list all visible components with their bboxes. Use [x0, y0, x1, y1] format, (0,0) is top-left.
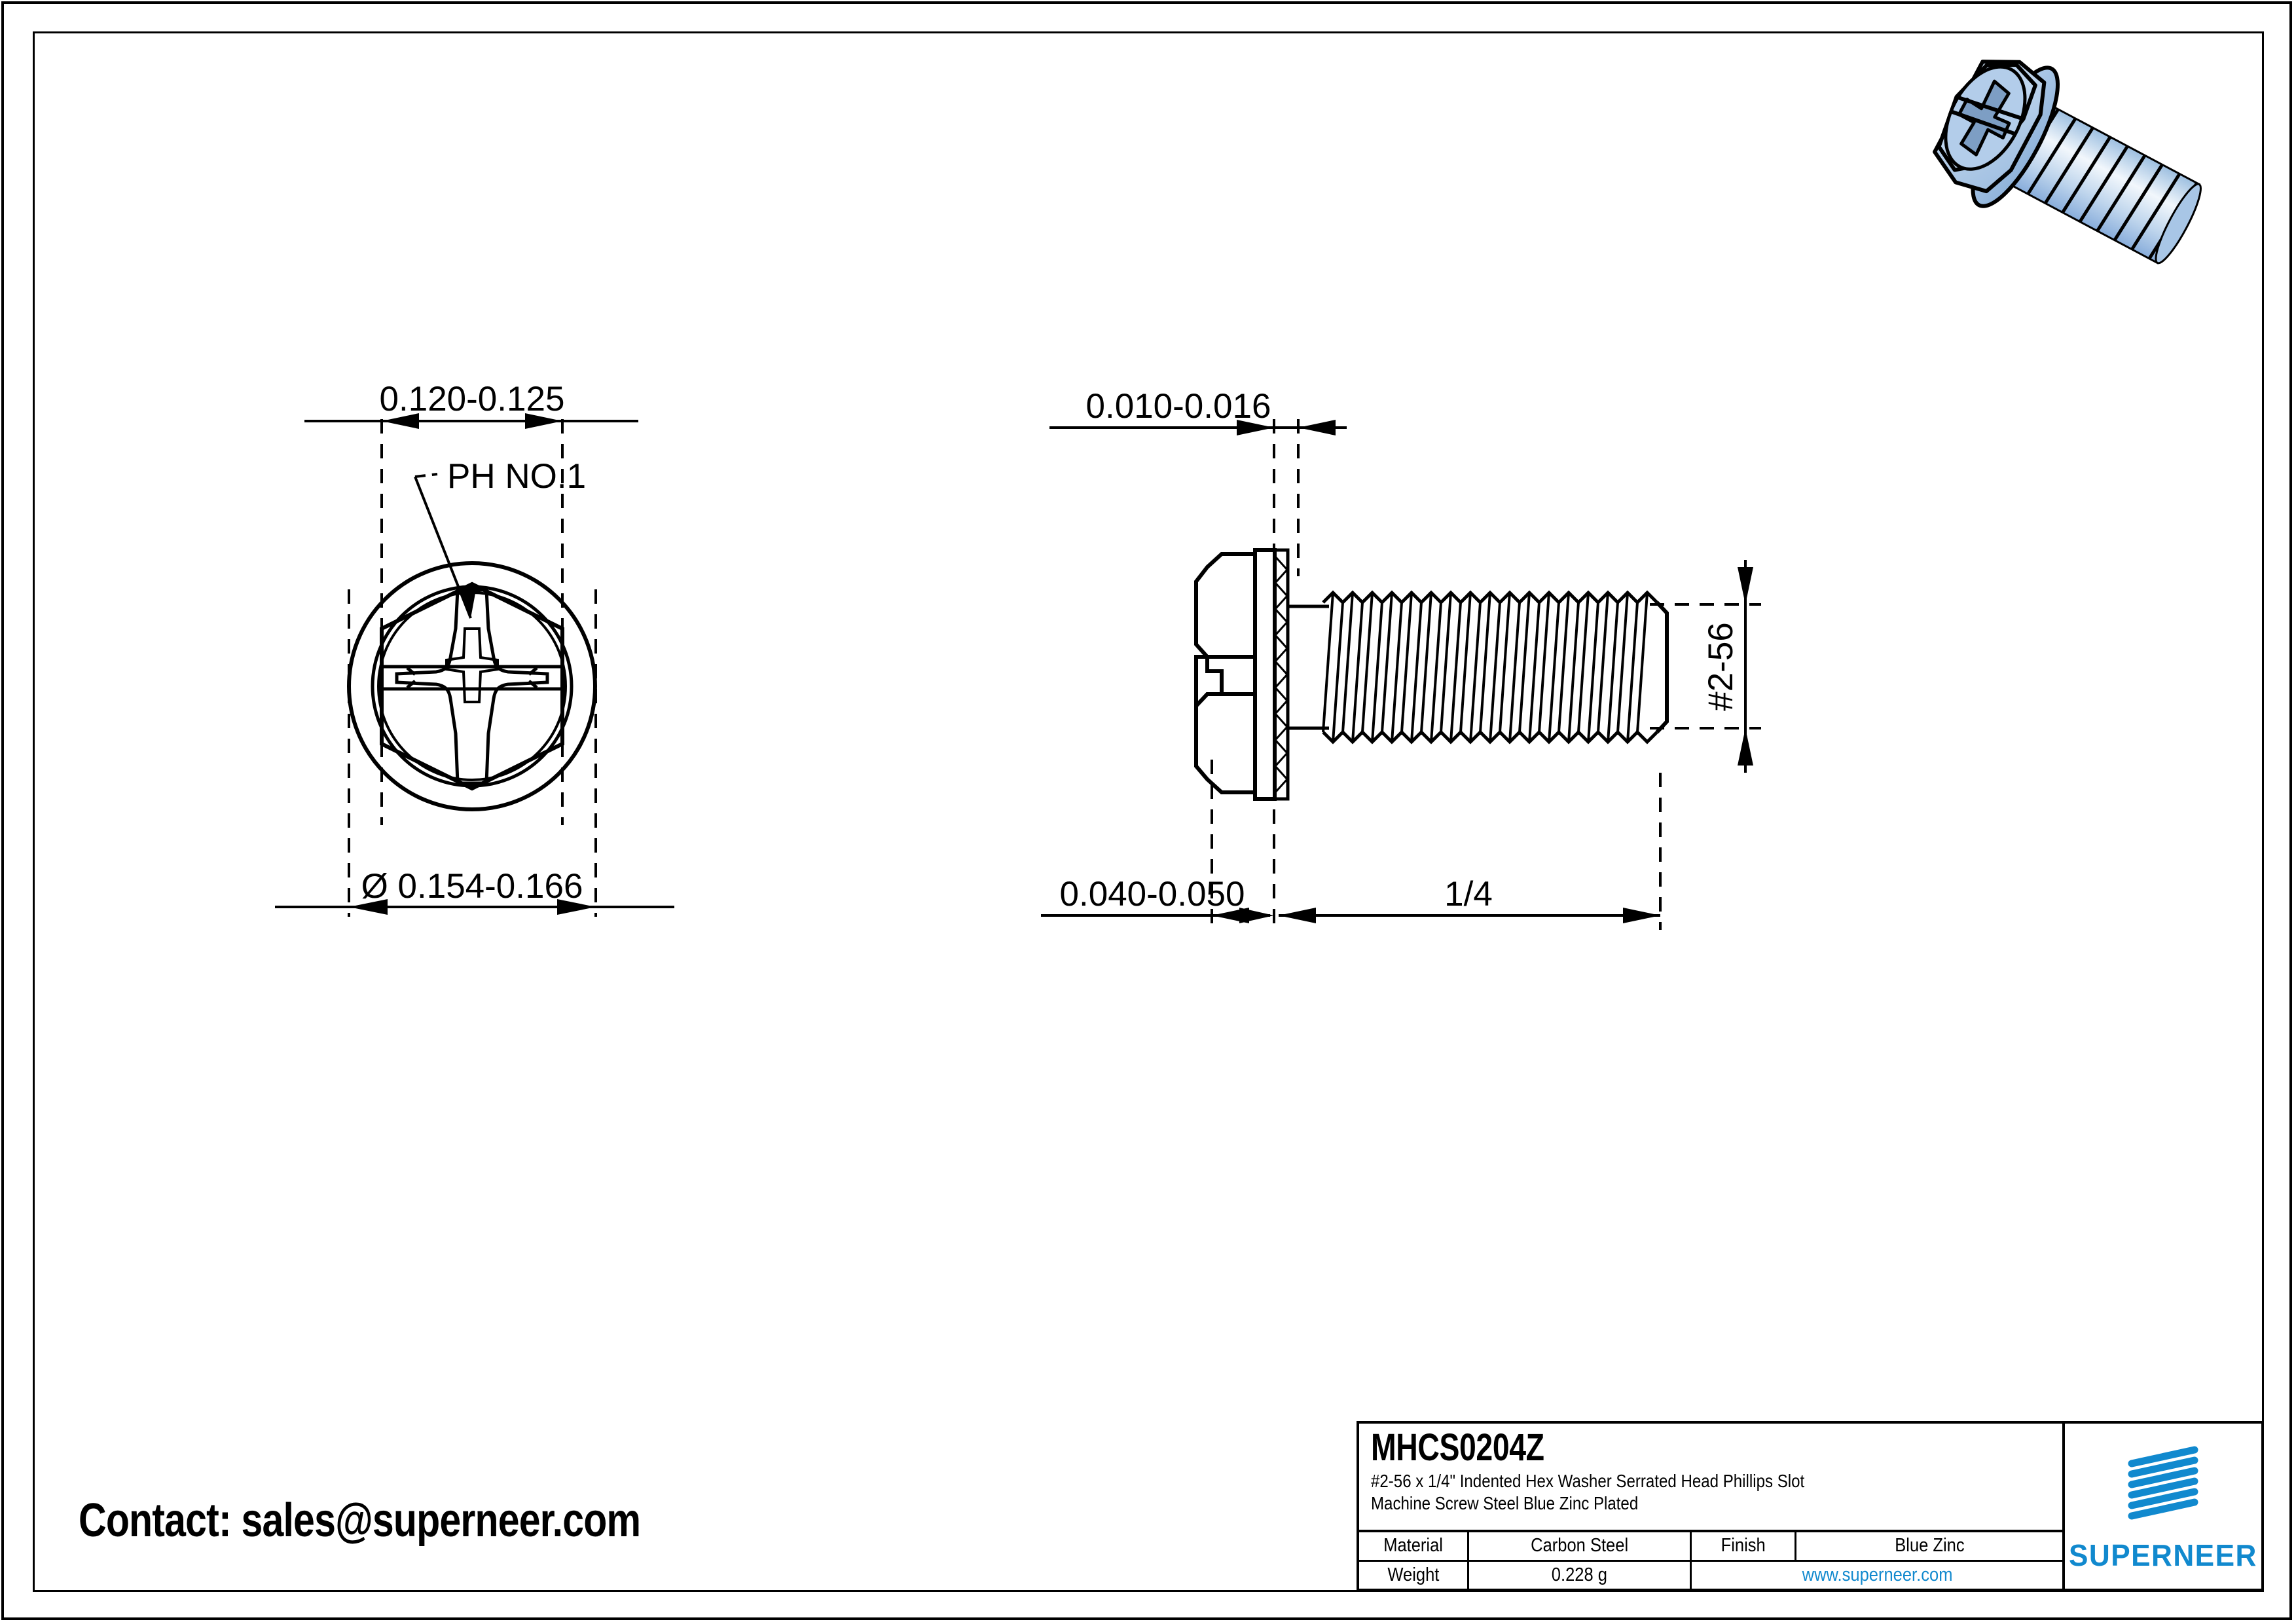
3d-screw-render — [1872, 20, 2252, 268]
part-number: MHCS0204Z — [1371, 1426, 1544, 1469]
table-row: Weight 0.228 g www.superneer.com — [1359, 1561, 2062, 1589]
part-description-line-2: Machine Screw Steel Blue Zinc Plated — [1371, 1493, 1639, 1514]
cell-finish-label: Finish — [1692, 1532, 1796, 1560]
superneer-striped-logo — [2117, 1444, 2209, 1531]
part-description-line-1: #2-56 x 1/4" Indented Hex Washer Serrate… — [1371, 1471, 1805, 1491]
title-block: MHCS0204Z #2-56 x 1/4" Indented Hex Wash… — [1357, 1421, 2264, 1591]
table-row: Material Carbon Steel Finish Blue Zinc — [1359, 1532, 2063, 1562]
title-block-description: MHCS0204Z #2-56 x 1/4" Indented Hex Wash… — [1359, 1424, 2063, 1532]
cell-material-label: Material — [1359, 1532, 1469, 1560]
cell-website-link[interactable]: www.superneer.com — [1802, 1564, 1952, 1585]
spec-table: Material Carbon Steel Finish Blue Zinc W… — [1359, 1532, 2063, 1589]
title-block-info: MHCS0204Z #2-56 x 1/4" Indented Hex Wash… — [1359, 1424, 2066, 1589]
cell-weight-label: Weight — [1359, 1561, 1469, 1589]
contact-line: Contact: sales@superneer.com — [79, 1494, 641, 1547]
cell-weight-value: 0.228 g — [1469, 1561, 1692, 1589]
sheet-border-inner — [33, 31, 2264, 1592]
cell-material-value: Carbon Steel — [1469, 1532, 1692, 1560]
brand-logo-area: SUPERNEER — [2065, 1424, 2261, 1589]
brand-wordmark: SUPERNEER — [2069, 1538, 2258, 1572]
cell-finish-value: Blue Zinc — [1894, 1535, 1965, 1557]
